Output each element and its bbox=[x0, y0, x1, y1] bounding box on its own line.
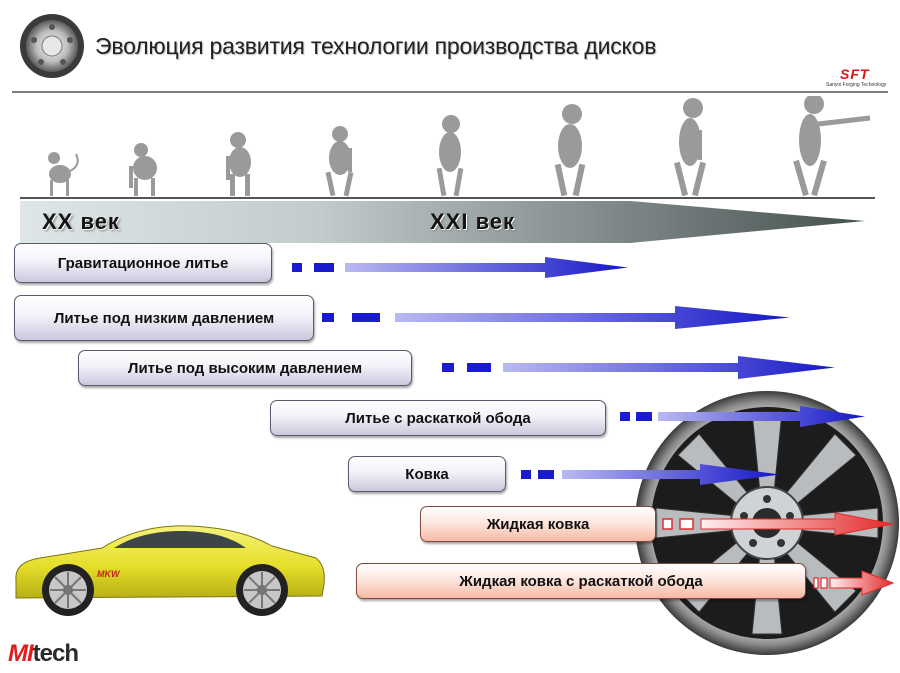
tech-liquid-forging: Жидкая ковка bbox=[420, 506, 656, 542]
hominid4-silhouette-icon bbox=[554, 104, 586, 197]
hominid5-silhouette-icon bbox=[673, 98, 707, 197]
evolution-silhouettes bbox=[48, 96, 871, 197]
arrow-high-pressure-casting bbox=[442, 356, 835, 379]
tech-flow-forming-casting: Литье с раскаткой обода bbox=[270, 400, 606, 436]
sft-logo-tagline: Sanyoi Forging Technology bbox=[826, 82, 887, 88]
header-divider bbox=[12, 91, 888, 93]
tech-low-pressure-casting: Литье под низким давлением bbox=[14, 295, 314, 341]
page-title: Эволюция развития технологии производств… bbox=[95, 33, 657, 59]
mitech-logo-mi: MI bbox=[8, 640, 34, 667]
human-silhouette-icon bbox=[793, 96, 871, 197]
wheel-logo-icon bbox=[20, 14, 84, 78]
mitech-logo-tech: tech bbox=[32, 640, 79, 667]
tech-gravity-casting: Гравитационное литье bbox=[14, 243, 272, 283]
timeline-arrow bbox=[20, 201, 865, 243]
ground-line bbox=[20, 197, 875, 199]
arrow-low-pressure-casting bbox=[322, 306, 790, 329]
arrow-flow-forming-casting bbox=[620, 406, 865, 427]
arrow-liquid-forging bbox=[662, 512, 894, 536]
hominid2-silhouette-icon bbox=[325, 126, 354, 197]
tech-forging: Ковка bbox=[348, 456, 506, 492]
arrow-gravity-casting bbox=[292, 257, 628, 278]
hominid1-silhouette-icon bbox=[226, 132, 251, 196]
hominid3-silhouette-icon bbox=[436, 115, 464, 197]
monkey-silhouette-icon bbox=[48, 152, 79, 196]
ape-silhouette-icon bbox=[129, 143, 157, 196]
yellow-sports-car-image bbox=[15, 525, 325, 616]
car-badge: MKW bbox=[97, 569, 120, 579]
timeline-start-label: XX век bbox=[42, 209, 120, 234]
mitech-logo: MItech bbox=[8, 640, 79, 668]
tech-liquid-forging-flow-forming: Жидкая ковка с раскаткой обода bbox=[356, 563, 806, 599]
arrow-forging bbox=[521, 464, 780, 485]
sft-logo: SFT bbox=[840, 66, 870, 82]
timeline-end-label: XXI век bbox=[430, 209, 516, 234]
tech-high-pressure-casting: Литье под высоким давлением bbox=[78, 350, 412, 386]
arrow-liquid-forging-flow-forming bbox=[813, 570, 895, 596]
